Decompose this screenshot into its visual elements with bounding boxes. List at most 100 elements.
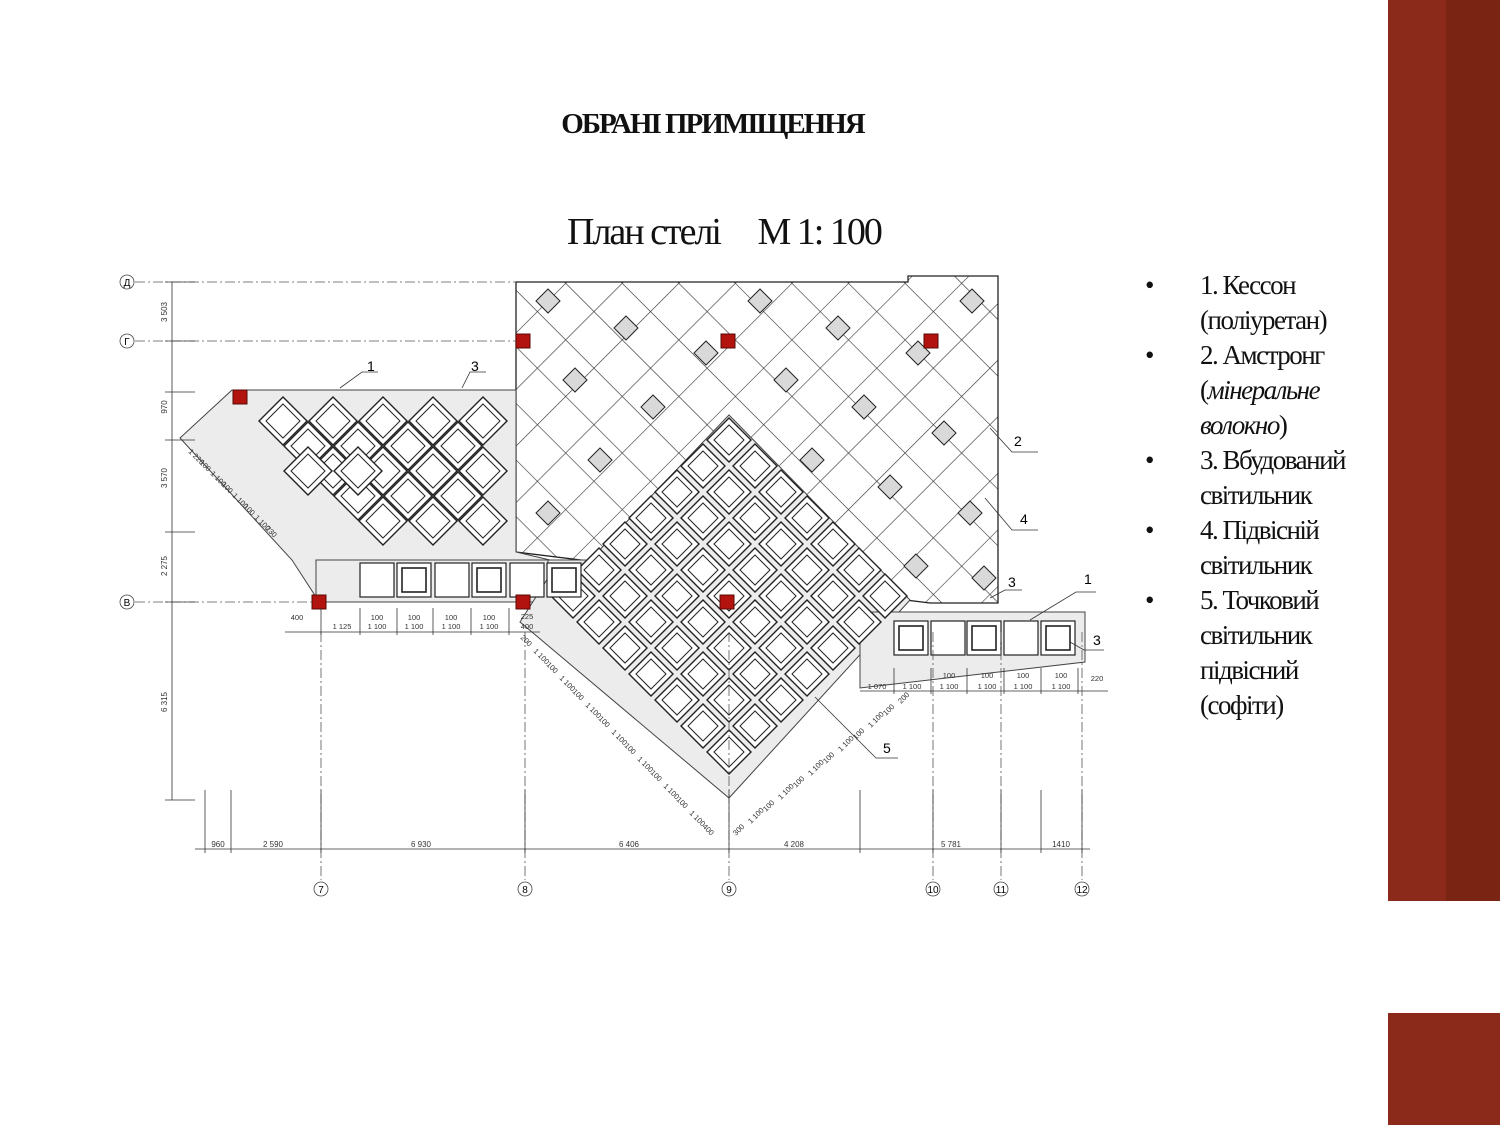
leader-line xyxy=(984,497,1038,531)
dim-label: 3 503 xyxy=(160,301,169,322)
dims-bottom: 960 2 590 6 930 6 406 4 208 5 781 1410 xyxy=(211,840,1070,849)
legend-line: (поліуретан) xyxy=(1200,305,1328,335)
pendant-lamp-panel xyxy=(535,288,561,314)
coffer-cell-inner xyxy=(340,478,376,514)
coffer-cell-inner xyxy=(290,453,326,489)
legend-item-1: • 1. Кессон (поліуретан) xyxy=(1145,268,1380,338)
legend-line: світильник xyxy=(1200,480,1313,510)
coffer-cell-inner xyxy=(713,476,745,508)
dim-label: 1 100 xyxy=(1052,682,1071,691)
dim-label: 6 406 xyxy=(619,840,640,849)
callout-number: 3 xyxy=(1008,574,1016,590)
legend-line: (мінеральне xyxy=(1200,373,1380,408)
plan-scale: М 1: 100 xyxy=(757,211,882,253)
plan-name: План стелі xyxy=(567,211,722,253)
axis-bubble xyxy=(119,594,135,610)
coffer-cell-inner xyxy=(661,580,693,612)
axis-bubble xyxy=(1074,881,1090,897)
coffer-cell-inner xyxy=(661,684,693,716)
callout-number: 3 xyxy=(1093,632,1101,648)
axis-bubble xyxy=(313,881,329,897)
legend: • 1. Кессон (поліуретан) • 2. Амстронг (… xyxy=(1145,268,1380,723)
axis-row-label: Д xyxy=(124,278,131,289)
column-marker xyxy=(232,389,248,405)
callouts: 1 3 2 4 3 1 3 5 xyxy=(367,358,1101,756)
coffer-square xyxy=(359,562,395,598)
coffer-cell-inner xyxy=(390,478,426,514)
leader-line xyxy=(461,371,486,389)
axis-col-label: 10 xyxy=(927,885,939,896)
coffer-cell-inner xyxy=(315,403,351,439)
pendant-lamp-panel xyxy=(613,315,639,341)
leader-line xyxy=(989,427,1038,453)
axis-row-label: Г xyxy=(124,337,130,348)
callout-number: 4 xyxy=(1020,511,1028,527)
dim-label: 2 590 xyxy=(263,840,284,849)
dim-label: 2 275 xyxy=(160,555,169,576)
coffer-cell-inner xyxy=(609,528,641,560)
pendant-lamp-panel xyxy=(693,340,719,366)
coffer-cell-inner xyxy=(415,503,451,539)
leader-line xyxy=(339,371,378,389)
dim-label: 1 100 xyxy=(903,682,922,691)
dim-label: 400 xyxy=(521,622,534,631)
dim-label: 1410 xyxy=(1052,840,1070,849)
dim-label: 400 xyxy=(291,613,304,622)
dim-label: 3 570 xyxy=(160,467,169,488)
coffer-cell-inner xyxy=(739,658,771,690)
coffer-cell-inner xyxy=(713,528,745,560)
legend-line: 3. Вбудований xyxy=(1200,445,1346,475)
coffer-cell-inner xyxy=(791,606,823,638)
dim-label: 1 100 xyxy=(405,622,424,631)
dims-row-right: 1 070 1 100 100 1 100 100 1 100 100 1 10… xyxy=(868,671,1104,691)
axis-bubble xyxy=(721,881,737,897)
column-marker xyxy=(311,594,327,610)
coffer-cell-inner xyxy=(687,606,719,638)
axis-bubble xyxy=(119,333,135,349)
coffer-cell-inner xyxy=(739,606,771,638)
dim-label: 1 100 xyxy=(368,622,387,631)
legend-line: світильник xyxy=(1200,620,1313,650)
dim-label: 6 930 xyxy=(411,840,432,849)
coffer-square xyxy=(509,562,545,598)
legend-line: 1. Кессон xyxy=(1200,270,1297,300)
axis-col-label: 9 xyxy=(726,885,732,896)
dim-label: 1 100 xyxy=(480,622,499,631)
dim-label: 1 100 xyxy=(940,682,959,691)
coffer-cell-inner xyxy=(465,453,501,489)
coffer-cell-inner xyxy=(817,528,849,560)
coffer-cell-inner xyxy=(869,580,901,612)
dim-label: 100 xyxy=(408,613,421,622)
legend-line: (софіти) xyxy=(1200,690,1284,720)
recessed-lamp xyxy=(401,567,427,593)
bullet-icon: • xyxy=(1145,340,1154,370)
coffer-cell-inner xyxy=(687,554,719,586)
axis-col-label: 12 xyxy=(1076,885,1088,896)
pendant-lamp-panel xyxy=(877,474,903,500)
dim-label: 100 xyxy=(445,613,458,622)
callout-number: 1 xyxy=(1084,571,1092,587)
legend-line: 2. Амстронг xyxy=(1200,340,1325,370)
axis-bubble xyxy=(517,881,533,897)
pendant-lamp-panel xyxy=(640,394,666,420)
dims-left: 3 503 970 3 570 2 275 6 315 xyxy=(160,301,169,712)
coffer-cell-inner xyxy=(687,710,719,742)
coffer-cell-inner xyxy=(791,658,823,690)
dim-label: 1 070 xyxy=(868,682,887,691)
coffer-cell-inner xyxy=(440,428,476,464)
coffer-cell-inner xyxy=(713,424,745,456)
coffer-cell-inner xyxy=(635,554,667,586)
legend-line: волокно) xyxy=(1200,408,1380,443)
coffer-cell-inner xyxy=(265,403,301,439)
recessed-lamp xyxy=(551,567,577,593)
coffer-cell-inner xyxy=(687,450,719,482)
coffer-cell-inner xyxy=(765,528,797,560)
legend-material: волокно xyxy=(1200,410,1280,440)
column-marker xyxy=(923,333,939,349)
coffer-cell-inner xyxy=(817,632,849,664)
coffer-cell-inner xyxy=(765,684,797,716)
coffer-cell-inner xyxy=(340,453,376,489)
plan-title: План стелі М 1: 100 xyxy=(567,210,883,254)
page-title: ОБРАНІ ПРИМІЩЕННЯ xyxy=(561,108,866,140)
